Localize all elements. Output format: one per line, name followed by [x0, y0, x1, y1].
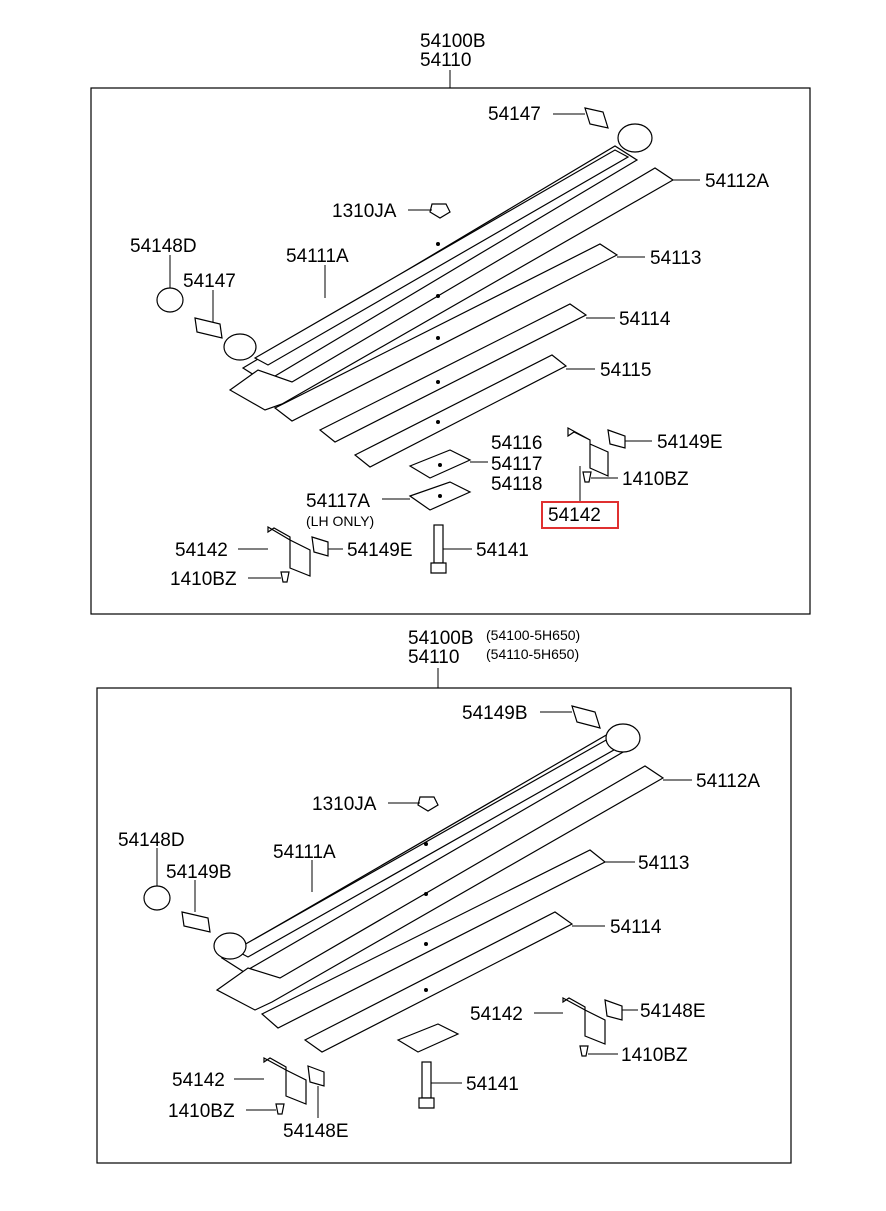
lower-header-note-1: (54100-5H650) — [486, 627, 580, 643]
upper-leaf-4 — [318, 303, 588, 443]
lower-center-hole-2 — [424, 892, 428, 896]
upper-front-eye — [617, 123, 653, 153]
label-54112a[interactable]: 54112A — [696, 771, 760, 792]
upper-center-hole-3 — [436, 336, 440, 340]
label-54149e-left[interactable]: 54149E — [347, 540, 413, 561]
label-54141[interactable]: 54141 — [466, 1074, 519, 1095]
upper-clip-clamp-left — [311, 536, 329, 557]
lower-bushing-54148d — [143, 885, 171, 911]
upper-main-leaf-top — [253, 149, 630, 366]
upper-leaf-2 — [228, 167, 675, 411]
label-54112a[interactable]: 54112A — [705, 171, 769, 192]
lower-bolt-head — [418, 1097, 435, 1109]
label-54142-highlighted[interactable]: 54142 — [548, 505, 601, 526]
upper-nut-1310ja — [429, 203, 451, 219]
label-54111a[interactable]: 54111A — [286, 246, 349, 267]
label-1310ja[interactable]: 1310JA — [332, 201, 397, 222]
upper-spacer-hole-2 — [438, 494, 442, 498]
label-54111a[interactable]: 54111A — [273, 842, 336, 863]
label-54149b-left[interactable]: 54149B — [166, 862, 232, 883]
lower-header-part-number[interactable]: 54100B — [408, 628, 474, 649]
upper-leaf-5 — [353, 354, 568, 468]
label-54147-left[interactable]: 54147 — [183, 271, 236, 292]
label-54113[interactable]: 54113 — [650, 248, 701, 269]
label-54118[interactable]: 54118 — [491, 474, 542, 495]
lower-assembly: 54100B 54110 (54100-5H650) (54110-5H650) — [96, 627, 792, 1164]
lower-spacer — [396, 1023, 460, 1053]
label-1410bz-right[interactable]: 1410BZ — [622, 469, 689, 490]
label-54142-right[interactable]: 54142 — [470, 1004, 523, 1025]
upper-frame — [90, 87, 811, 615]
label-1310ja[interactable]: 1310JA — [312, 794, 377, 815]
label-54116[interactable]: 54116 — [491, 433, 542, 454]
label-54142-left[interactable]: 54142 — [172, 1070, 225, 1091]
label-54149b-top[interactable]: 54149B — [462, 703, 528, 724]
label-54142-left[interactable]: 54142 — [175, 540, 228, 561]
label-54113[interactable]: 54113 — [638, 853, 689, 874]
lower-center-hole-4 — [424, 988, 428, 992]
label-54148d[interactable]: 54148D — [118, 830, 185, 851]
label-54148e-left[interactable]: 54148E — [283, 1121, 349, 1142]
label-54117a[interactable]: 54117A — [306, 491, 370, 512]
lower-clip-left — [263, 1056, 307, 1105]
label-1410bz-left[interactable]: 1410BZ — [170, 569, 237, 590]
lower-clip-clamp-right — [604, 999, 623, 1021]
label-54148d[interactable]: 54148D — [130, 236, 197, 257]
upper-leaf-3 — [273, 243, 619, 422]
lower-pin-left — [181, 911, 211, 933]
upper-bolt-54141 — [433, 524, 444, 564]
label-54147-top[interactable]: 54147 — [488, 104, 541, 125]
lower-clip-clamp-left — [307, 1065, 325, 1087]
label-54117a-note: (LH ONLY) — [306, 513, 374, 529]
upper-clip-right — [567, 426, 609, 477]
lower-center-hole-1 — [424, 842, 428, 846]
label-54115[interactable]: 54115 — [600, 360, 651, 381]
upper-assembly: 54100B 54110 — [90, 31, 811, 615]
label-54114[interactable]: 54114 — [619, 309, 671, 330]
lower-header-part-number-2[interactable]: 54110 — [408, 647, 459, 668]
lower-header-note-2: (54110-5H650) — [486, 646, 579, 662]
upper-bolt-head — [430, 562, 447, 574]
upper-rear-eye — [223, 333, 257, 361]
upper-clip-clamp-right — [607, 429, 626, 449]
lower-front-eye — [605, 723, 641, 753]
label-1410bz-right[interactable]: 1410BZ — [621, 1045, 688, 1066]
lower-nut-1310ja — [417, 796, 439, 812]
lower-pin-top — [571, 705, 601, 729]
lower-frame — [96, 687, 792, 1164]
lower-rivet-right — [579, 1045, 589, 1057]
lower-leaf-3 — [260, 849, 607, 1029]
lower-bolt-54141 — [421, 1061, 432, 1099]
label-54141[interactable]: 54141 — [476, 540, 529, 561]
upper-header-part-number[interactable]: 54100B — [420, 31, 486, 52]
upper-center-hole-1 — [436, 242, 440, 246]
lower-leaf-2 — [215, 765, 665, 1011]
upper-center-hole-2 — [436, 294, 440, 298]
label-1410bz-left[interactable]: 1410BZ — [168, 1101, 235, 1122]
label-54117[interactable]: 54117 — [491, 454, 542, 475]
lower-center-hole-3 — [424, 942, 428, 946]
lower-rear-eye — [213, 932, 247, 960]
label-54114[interactable]: 54114 — [610, 917, 662, 938]
upper-center-hole-4 — [436, 380, 440, 384]
upper-pin-left — [194, 317, 223, 339]
upper-header-part-number-2[interactable]: 54110 — [420, 50, 471, 71]
lower-leaf-4 — [303, 911, 574, 1053]
highlight-box-54142 — [541, 501, 619, 529]
upper-center-hole-5 — [436, 420, 440, 424]
label-54148e-right[interactable]: 54148E — [640, 1001, 706, 1022]
lower-rivet-left — [275, 1103, 285, 1115]
upper-clip-left — [267, 525, 311, 577]
upper-bushing-54148d — [156, 287, 184, 313]
upper-spacer-hole-1 — [438, 463, 442, 467]
label-54149e-right[interactable]: 54149E — [657, 432, 723, 453]
upper-rivet-left — [280, 571, 290, 583]
upper-pin-top — [584, 107, 609, 129]
upper-rivet-right — [582, 471, 592, 483]
lower-clip-right — [562, 996, 606, 1045]
